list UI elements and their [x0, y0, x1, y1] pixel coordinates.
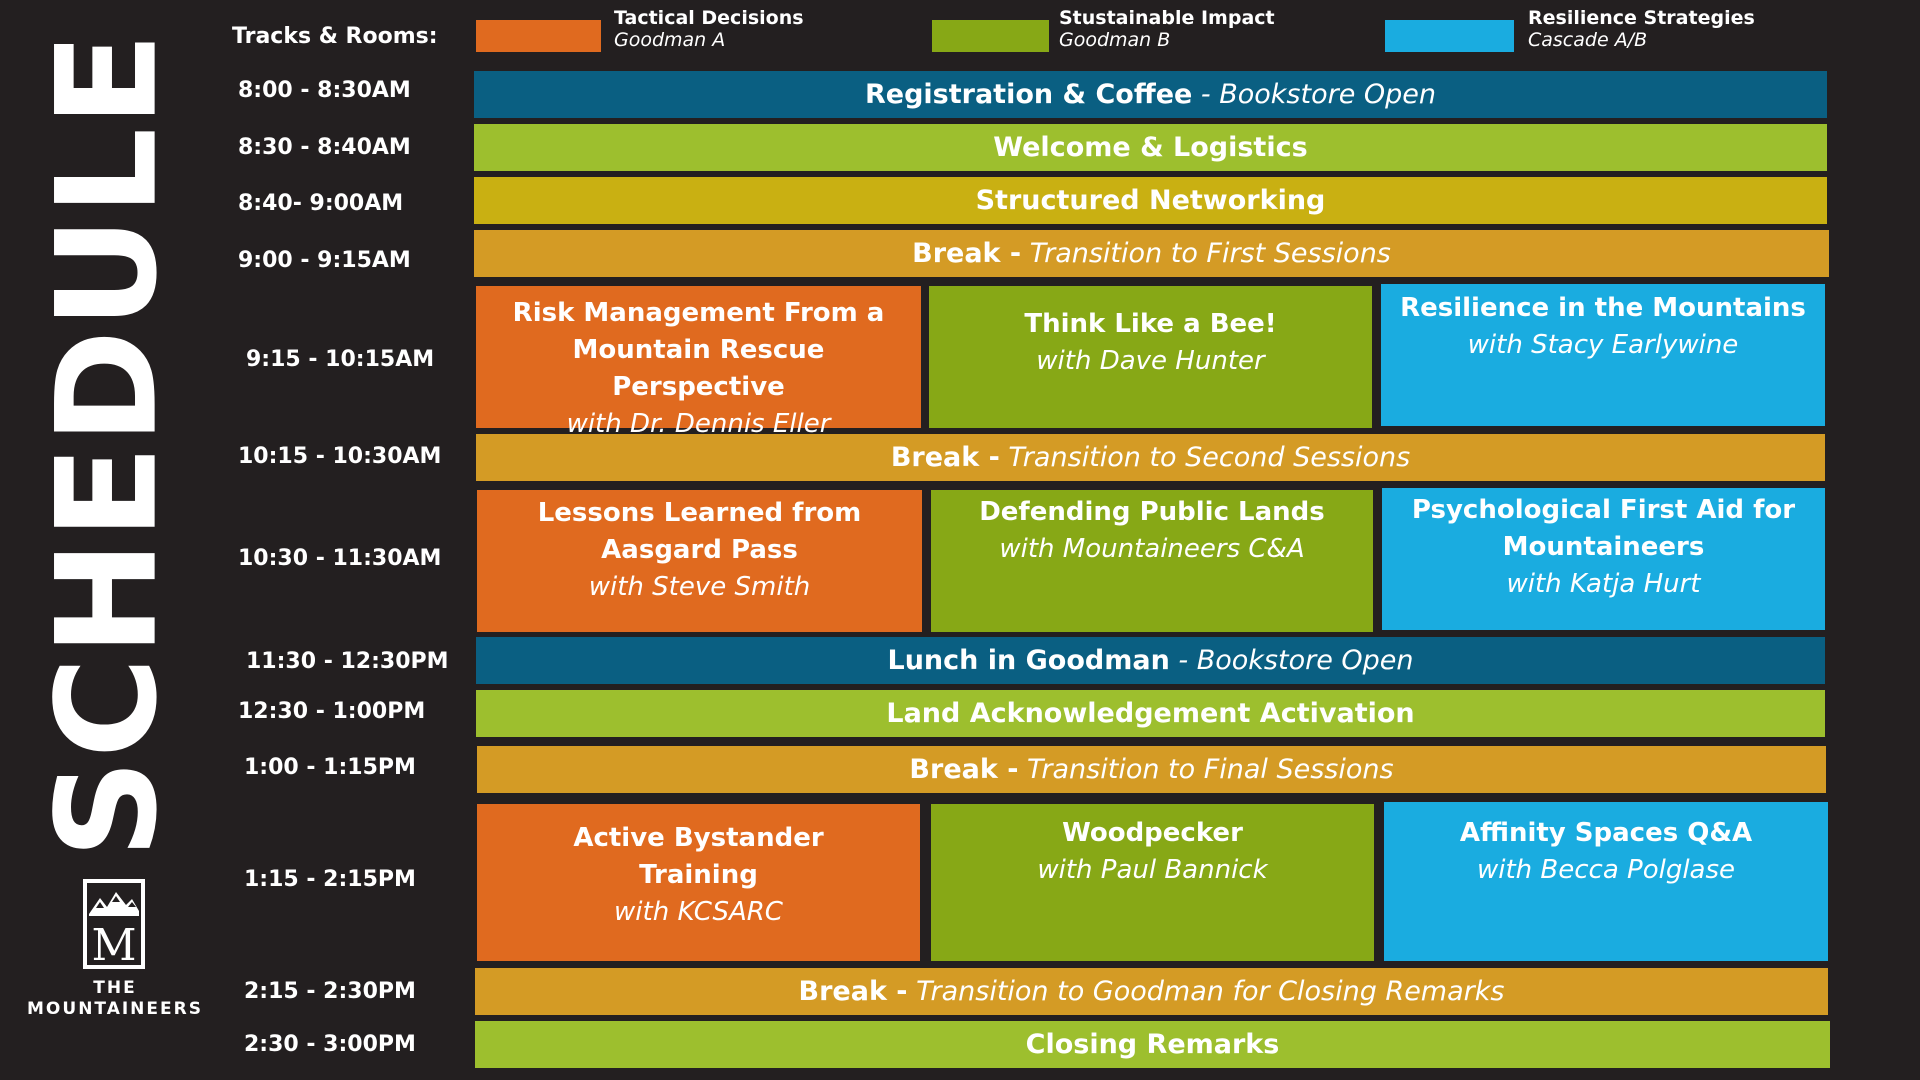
time-slot: 8:30 - 8:40AM	[238, 134, 411, 160]
legend-track-name: Stustainable Impact	[1059, 7, 1275, 29]
welcome-bar: Welcome & Logistics	[474, 124, 1827, 171]
session-title: Woodpecker	[1062, 818, 1243, 848]
bar-title: Land Acknowledgement Activation	[886, 698, 1415, 729]
session-title: Aasgard Pass	[601, 535, 798, 565]
session-card-resilience[interactable]: Affinity Spaces Q&A with Becca Polglase	[1384, 802, 1828, 961]
legend-item-sustainable: Stustainable Impact Goodman B	[1059, 7, 1275, 51]
session-card-tactical[interactable]: Active Bystander Training with KCSARC	[477, 804, 920, 961]
bar-title: Structured Networking	[975, 185, 1326, 216]
bar-subtitle: - Bookstore Open	[1169, 645, 1414, 676]
bar-subtitle: Transition to Goodman for Closing Remark…	[907, 976, 1505, 1007]
time-slot: 2:15 - 2:30PM	[244, 978, 416, 1004]
time-slot: 10:15 - 10:30AM	[238, 443, 442, 469]
bar-title: Break -	[912, 238, 1022, 269]
bar-title: Break -	[890, 442, 1000, 473]
session-speaker: with Katja Hurt	[1506, 569, 1701, 599]
bar-title: Closing Remarks	[1025, 1029, 1280, 1060]
bar-subtitle: - Bookstore Open	[1192, 79, 1437, 110]
legend-item-tactical: Tactical Decisions Goodman A	[614, 7, 804, 51]
session-speaker: with Steve Smith	[588, 572, 811, 602]
legend-track-name: Resilience Strategies	[1528, 7, 1755, 29]
lunch-bar: Lunch in Goodman - Bookstore Open	[476, 637, 1825, 684]
time-slot: 10:30 - 11:30AM	[238, 545, 442, 571]
schedule-title-text: SCHEDULE	[27, 31, 188, 859]
bar-title: Registration & Coffee	[864, 79, 1193, 110]
session-title: Mountain Rescue Perspective	[572, 335, 825, 402]
session-title: Affinity Spaces Q&A	[1459, 818, 1753, 848]
legend-swatch-resilience	[1385, 20, 1514, 52]
schedule-vertical-title: SCHEDULE	[27, 31, 188, 858]
break-bar: Break - Transition to Final Sessions	[477, 746, 1826, 793]
session-speaker: with Paul Bannick	[1037, 855, 1268, 885]
bar-subtitle: Transition to First Sessions	[1021, 238, 1391, 269]
legend-header: Tracks & Rooms:	[232, 24, 438, 49]
closing-remarks-bar: Closing Remarks	[475, 1021, 1830, 1068]
mountaineers-logo: M	[82, 878, 146, 971]
registration-bar: Registration & Coffee - Bookstore Open	[474, 71, 1827, 118]
legend-swatch-sustainable	[932, 20, 1049, 52]
session-title: Risk Management From a	[512, 298, 885, 328]
org-name-line1: THE	[93, 978, 137, 998]
session-card-resilience[interactable]: Psychological First Aid for Mountaineers…	[1382, 488, 1825, 630]
org-name-line2: MOUNTAINEERS	[27, 999, 203, 1019]
session-title: Resilience in the Mountains	[1400, 293, 1806, 323]
mountain-logo-icon: M	[83, 879, 145, 971]
svg-text:M: M	[91, 920, 136, 970]
time-slot: 8:40- 9:00AM	[238, 190, 404, 216]
session-speaker: with Stacy Earlywine	[1467, 330, 1739, 360]
session-speaker: with Dave Hunter	[1036, 346, 1265, 376]
session-title: Training	[639, 860, 758, 890]
break-bar: Break - Transition to Second Sessions	[476, 434, 1825, 481]
legend-track-name: Tactical Decisions	[614, 7, 804, 29]
session-speaker: with KCSARC	[614, 897, 783, 927]
time-slot: 2:30 - 3:00PM	[244, 1031, 416, 1057]
session-title: Lessons Learned from	[537, 498, 862, 528]
bar-title: Break -	[909, 754, 1019, 785]
break-bar: Break - Transition to First Sessions	[474, 230, 1829, 277]
session-card-tactical[interactable]: Risk Management From a Mountain Rescue P…	[476, 286, 921, 439]
legend-track-room: Goodman B	[1059, 29, 1171, 51]
bar-title: Lunch in Goodman	[887, 645, 1170, 676]
time-slot: 11:30 - 12:30PM	[246, 648, 449, 674]
legend-track-room: Cascade A/B	[1528, 29, 1648, 51]
time-slot: 9:15 - 10:15AM	[246, 346, 435, 372]
legend-swatch-tactical	[476, 20, 601, 52]
org-name: THE MOUNTAINEERS	[0, 978, 230, 1020]
session-card-resilience[interactable]: Resilience in the Mountains with Stacy E…	[1381, 284, 1825, 426]
time-slot: 9:00 - 9:15AM	[238, 247, 411, 273]
session-speaker: with Mountaineers C&A	[999, 534, 1305, 564]
session-speaker: with Becca Polglase	[1476, 855, 1736, 885]
land-acknowledgement-bar: Land Acknowledgement Activation	[476, 690, 1825, 737]
session-title: Defending Public Lands	[979, 497, 1325, 527]
legend-track-room: Goodman A	[614, 29, 726, 51]
bar-title: Welcome & Logistics	[993, 132, 1308, 163]
session-card-sustainable[interactable]: Think Like a Bee! with Dave Hunter	[929, 286, 1372, 428]
session-title: Active Bystander	[573, 823, 824, 853]
time-slot: 1:15 - 2:15PM	[244, 866, 416, 892]
session-card-tactical[interactable]: Lessons Learned from Aasgard Pass with S…	[477, 490, 922, 632]
session-card-sustainable[interactable]: Defending Public Lands with Mountaineers…	[931, 490, 1373, 632]
bar-subtitle: Transition to Second Sessions	[999, 442, 1411, 473]
session-title: Mountaineers	[1502, 532, 1705, 562]
legend-item-resilience: Resilience Strategies Cascade A/B	[1528, 7, 1755, 51]
session-title: Think Like a Bee!	[1024, 309, 1277, 339]
time-slot: 12:30 - 1:00PM	[238, 698, 426, 724]
session-card-sustainable[interactable]: Woodpecker with Paul Bannick	[931, 804, 1374, 961]
time-slot: 8:00 - 8:30AM	[238, 77, 411, 103]
session-title: Psychological First Aid for	[1411, 495, 1796, 525]
bar-subtitle: Transition to Final Sessions	[1018, 754, 1394, 785]
time-slot: 1:00 - 1:15PM	[244, 754, 416, 780]
bar-title: Break -	[798, 976, 908, 1007]
networking-bar: Structured Networking	[474, 177, 1827, 224]
break-bar: Break - Transition to Goodman for Closin…	[475, 968, 1828, 1015]
